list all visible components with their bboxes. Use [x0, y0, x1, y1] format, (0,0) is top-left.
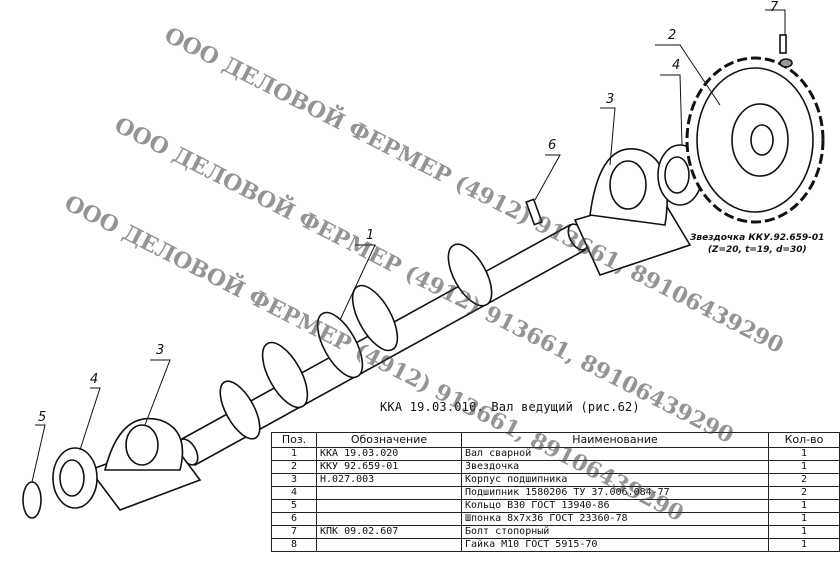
- sprocket-caption-line-1: Звездочка ККУ.92.659-01: [690, 233, 825, 243]
- key-part-6: [525, 198, 543, 226]
- table-header-row: Поз. Обозначение Наименование Кол-во: [271, 432, 840, 448]
- sprocket: [685, 56, 825, 224]
- sprocket-caption: Звездочка ККУ.92.659-01 (Z=20, t=19, d=3…: [690, 232, 824, 256]
- cell-name: Болт стопорный: [461, 525, 769, 539]
- cell-designation: [316, 486, 462, 500]
- cell-name: Кольцо В30 ГОСТ 13940-86: [461, 499, 769, 513]
- cell-designation: ККУ 92.659-01: [316, 460, 462, 474]
- cell-designation: [316, 512, 462, 526]
- callout-2: 2: [668, 28, 677, 43]
- header-designation: Обозначение: [316, 432, 462, 448]
- cell-quantity: 1: [768, 499, 840, 513]
- leader-lines: [31, 9, 786, 483]
- cell-quantity: 1: [768, 525, 840, 539]
- cell-position: 3: [271, 473, 317, 487]
- callout-4: 4: [672, 58, 681, 73]
- cell-quantity: 1: [768, 447, 840, 461]
- header-name: Наименование: [461, 432, 769, 448]
- cell-position: 7: [271, 525, 317, 539]
- cell-quantity: 2: [768, 473, 840, 487]
- cell-name: Подшипник 1580206 ТУ 37.006.084-77: [461, 486, 769, 500]
- callout-4-left: 4: [90, 372, 99, 387]
- cell-name: Шпонка 8х7х36 ГОСТ 23360-78: [461, 512, 769, 526]
- cell-quantity: 2: [768, 486, 840, 500]
- retaining-ring: [22, 481, 42, 519]
- cell-position: 5: [271, 499, 317, 513]
- cell-name: Вал сварной: [461, 447, 769, 461]
- cell-name: Корпус подшипника: [461, 473, 769, 487]
- callout-1: 1: [366, 228, 375, 243]
- cell-quantity: 1: [768, 460, 840, 474]
- cell-designation: ККА 19.03.020: [316, 447, 462, 461]
- callout-5: 5: [38, 410, 47, 425]
- cell-designation: [316, 499, 462, 513]
- cell-position: 6: [271, 512, 317, 526]
- cell-name: Гайка М10 ГОСТ 5915-70: [461, 538, 769, 552]
- callout-3: 3: [606, 92, 615, 107]
- cell-position: 2: [271, 460, 317, 474]
- cell-position: 8: [271, 538, 317, 552]
- cell-designation: [316, 538, 462, 552]
- bearing-housing-right: [573, 148, 692, 276]
- callout-6: 6: [548, 138, 557, 153]
- shaft-rings: [219, 243, 493, 440]
- cell-designation: Н.027.003: [316, 473, 462, 487]
- cell-designation: КПК 09.02.607: [316, 525, 462, 539]
- sprocket-caption-line-2: (Z=20, t=19, d=30): [707, 245, 807, 255]
- bearing-left: [52, 447, 98, 509]
- callout-7: 7: [770, 0, 779, 15]
- drawing-title: ККА 19.03.010. Вал ведущий (рис.62): [380, 400, 640, 414]
- callout-3-left: 3: [156, 343, 165, 358]
- header-position: Поз.: [271, 432, 317, 448]
- cell-name: Звездочка: [461, 460, 769, 474]
- bolt: [779, 34, 793, 68]
- cell-position: 1: [271, 447, 317, 461]
- cell-quantity: 1: [768, 512, 840, 526]
- cell-position: 4: [271, 486, 317, 500]
- cell-quantity: 1: [768, 538, 840, 552]
- header-quantity: Кол-во: [768, 432, 840, 448]
- bearing-housing-left: [88, 417, 202, 511]
